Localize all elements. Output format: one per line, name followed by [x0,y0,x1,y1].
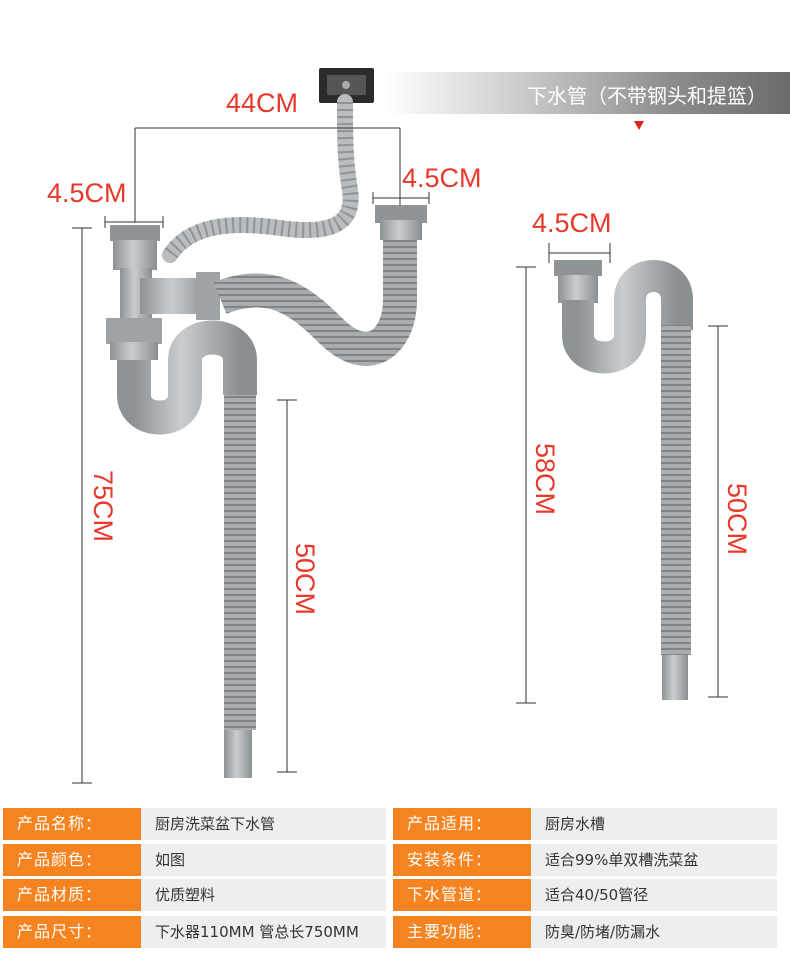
dim-left-inlet-b: 4.5CM [402,163,482,193]
spec-value: 厨房水槽 [531,808,777,840]
product-illustration [72,68,728,784]
down-arrow-icon [634,121,644,130]
spec-value: 厨房洗菜盆下水管 [141,808,386,840]
spec-label: 下水管道： [393,879,531,911]
right-down-hose [661,325,691,655]
spec-label: 产品材质： [3,879,141,911]
spec-label: 产品尺寸： [3,916,141,948]
left-down-hose [224,395,256,730]
spec-label: 产品名称： [3,808,141,840]
spec-value: 适合40/50管径 [531,879,777,911]
left-connector-hose [213,220,417,366]
spec-label: 主要功能： [393,916,531,948]
overflow-drain-box [319,68,374,103]
spec-value: 如图 [141,844,386,876]
dim-left-inlet-a: 4.5CM [47,178,127,208]
dim-right-total-height: 58CM [530,443,560,516]
spec-label: 产品适用： [393,808,531,840]
spec-value: 防臭/防堵/防漏水 [531,916,777,948]
spec-value: 下水器110MM 管总长750MM [141,916,386,948]
right-dimension-lines [516,243,728,704]
title-banner-text: 下水管（不带钢头和提篮） [527,84,767,108]
title-banner [385,72,790,114]
spec-value: 适合99%单双槽洗菜盆 [531,844,777,876]
left-dimension-lines [72,127,430,784]
dim-left-hose-length: 50CM [290,543,320,616]
spec-label: 产品颜色： [3,844,141,876]
dim-left-top-width: 44CM [226,88,299,118]
dim-right-hose-length: 50CM [722,483,752,556]
spec-value: 优质塑料 [141,879,386,911]
dim-left-total-height: 75CM [88,470,118,543]
dim-right-inlet: 4.5CM [532,208,612,238]
spec-label: 安装条件： [393,844,531,876]
